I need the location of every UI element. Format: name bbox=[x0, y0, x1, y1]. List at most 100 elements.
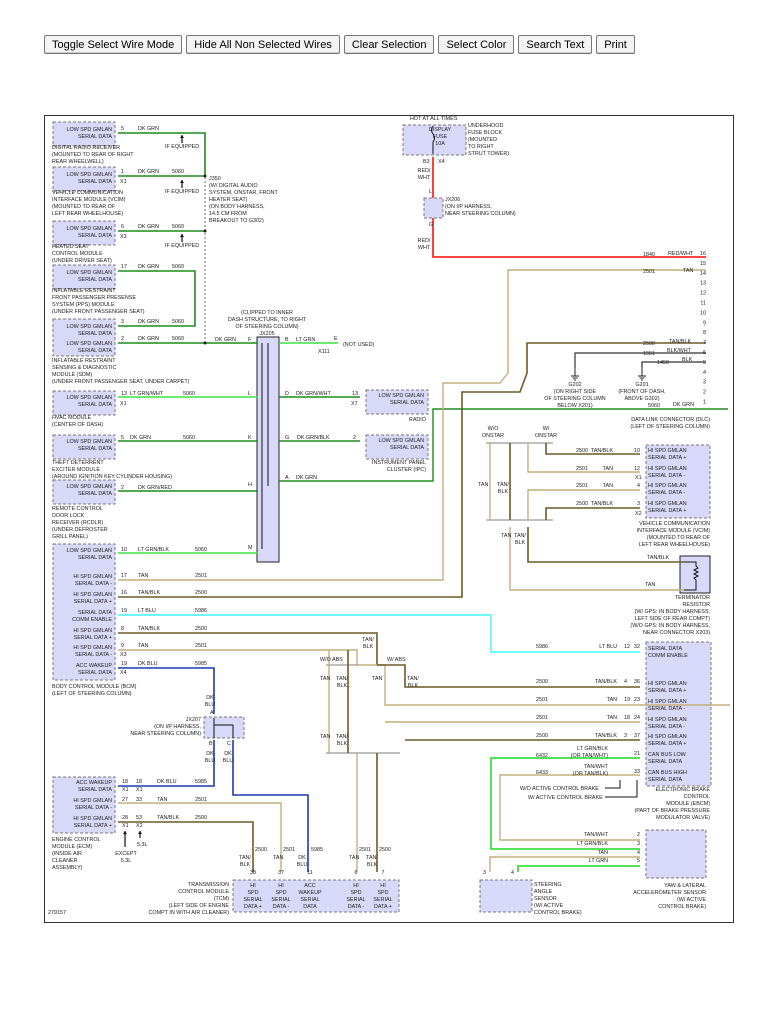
ebcm-can-high-text: SERIAL DATA bbox=[648, 777, 682, 783]
lt-grn-blk-text: LT GRN/BLK bbox=[138, 547, 169, 553]
tan-wire[interactable] bbox=[118, 269, 706, 581]
ecm-acc-text: ACC WAKEUP bbox=[76, 780, 112, 786]
tcm-pin-label-text: WAKEUP bbox=[298, 890, 322, 896]
4-text: 5 bbox=[637, 858, 640, 864]
hvac-desc-text: (CENTER OF DASH) bbox=[52, 422, 103, 428]
tan_blk-wire[interactable] bbox=[118, 342, 706, 598]
wo-onstar-text: ONSTAR bbox=[482, 433, 504, 439]
red_wht-wire[interactable] bbox=[432, 218, 706, 258]
16-text: 17 bbox=[121, 264, 127, 270]
hvac-box bbox=[52, 390, 116, 416]
ebcm-hi-plus-2-text: SERIAL DATA + bbox=[648, 741, 686, 747]
vcim-right-box bbox=[645, 444, 711, 519]
ecm-acc-text: SERIAL DATA bbox=[78, 787, 112, 793]
dk-blu-b-text: BLU bbox=[205, 758, 216, 764]
tan-wire[interactable] bbox=[527, 489, 640, 520]
tan-text: TAN bbox=[138, 573, 148, 579]
dk-grn-text: DK GRN bbox=[138, 336, 159, 342]
0-text: 5060 bbox=[172, 336, 184, 342]
w-onstar-text: ONSTAR bbox=[535, 433, 557, 439]
tan_blk-wire[interactable] bbox=[377, 664, 640, 688]
lt-grn-blk-text: LT GRN/BLK bbox=[577, 841, 608, 847]
12-text: 13 bbox=[352, 391, 358, 397]
dk-grn-text: DK GRN bbox=[215, 337, 236, 343]
45-text: X4 bbox=[438, 159, 445, 165]
pps-desc-text: SYSTEM (PPS) MODULE bbox=[52, 302, 115, 308]
tan-wire[interactable] bbox=[118, 649, 358, 665]
42-text: X1 bbox=[635, 475, 642, 481]
25-text: 33 bbox=[136, 797, 142, 803]
21-text: 24 bbox=[634, 715, 640, 721]
tan-blk-text: TAN/BLK bbox=[595, 733, 617, 739]
tcm-w1-text: BLK bbox=[240, 862, 251, 868]
j350-text: SYSTEM, ONSTAR, FRONT bbox=[209, 190, 278, 196]
select-color-button[interactable]: Select Color bbox=[438, 35, 515, 54]
tan-wire[interactable] bbox=[118, 802, 282, 872]
w-onstar-text: W/ bbox=[543, 426, 550, 432]
lt_grn-wire[interactable] bbox=[490, 757, 640, 850]
ecm-desc-text: CLEANER bbox=[52, 858, 78, 864]
5-text: 6 bbox=[121, 224, 124, 230]
ebcm-can-high-text: CAN BUS HIGH bbox=[648, 770, 687, 776]
27-text: 37 bbox=[634, 733, 640, 739]
6-text: 1551 bbox=[643, 351, 655, 357]
dk_blu-wire[interactable] bbox=[232, 740, 309, 872]
except-5-3l-text: 5.3L bbox=[121, 858, 132, 864]
tcm-pin-label-text: DATA bbox=[303, 904, 317, 910]
lt_blu-wire[interactable] bbox=[118, 614, 640, 653]
tcm-text: (TCM) bbox=[214, 896, 229, 902]
g201-text: ABOVE G302) bbox=[624, 396, 659, 402]
tcm-pin-label-text: HI bbox=[380, 883, 385, 889]
ecm-desc-text: MODULE (ECM) bbox=[52, 844, 92, 850]
tan-wire[interactable] bbox=[489, 856, 640, 872]
red-wht-2-text: WHT bbox=[418, 245, 431, 251]
jx205-bus bbox=[261, 343, 269, 549]
j350-text: 14.5 CM FROM bbox=[209, 211, 247, 217]
lt_grn-wire[interactable] bbox=[517, 865, 640, 872]
dlc-pin-text: 10 bbox=[700, 310, 706, 316]
tan_blk-wire[interactable] bbox=[118, 632, 378, 665]
bcm-desc-text: BODY CONTROL MODULE (BCM) bbox=[52, 684, 137, 690]
dk_blu-wire[interactable] bbox=[118, 667, 215, 714]
blk-wire[interactable] bbox=[574, 352, 706, 368]
bcm-hi-plus-2-text: HI SPD GMLAN bbox=[73, 628, 112, 634]
tan-wire[interactable] bbox=[357, 664, 730, 706]
dk-grn-red-text: DK GRN/RED bbox=[138, 485, 172, 491]
red-wht-2-text: RED/ bbox=[418, 238, 431, 244]
toggle-select-wire-mode-button[interactable]: Toggle Select Wire Mode bbox=[44, 35, 183, 54]
clear-selection-button[interactable]: Clear Selection bbox=[343, 35, 435, 54]
arrow-head-icon bbox=[123, 831, 127, 834]
g202-text: G202 bbox=[568, 382, 581, 388]
18-text: 19 bbox=[624, 697, 630, 703]
low-spd-gmlan-text: SERIAL DATA bbox=[78, 134, 112, 140]
dk_grn-wire[interactable] bbox=[118, 270, 196, 327]
dlc-pin-text: 2 bbox=[703, 390, 706, 396]
tan-wire[interactable] bbox=[527, 443, 640, 473]
19-text: 21 bbox=[634, 751, 640, 757]
tan-wire[interactable] bbox=[499, 774, 640, 841]
low-spd-gmlan-text: SERIAL DATA bbox=[78, 402, 112, 408]
4-text: 5985 bbox=[195, 779, 207, 785]
tan-blk-text: TAN/BLK bbox=[591, 448, 613, 454]
rcdlr-desc-text: DOOR LOCK bbox=[52, 513, 85, 519]
hide-non-selected-wires-button[interactable]: Hide All Non Selected Wires bbox=[186, 35, 340, 54]
tan-wire[interactable] bbox=[509, 527, 684, 591]
blk-wire[interactable] bbox=[641, 361, 706, 368]
jx205-text: JX205 bbox=[259, 331, 274, 337]
tan_blk-wire[interactable] bbox=[527, 527, 684, 563]
fuse-text: FUSE bbox=[433, 134, 448, 140]
lt-blu-text: LT BLU bbox=[138, 608, 156, 614]
dk_blu-wire[interactable] bbox=[118, 740, 215, 787]
search-text-button[interactable]: Search Text bbox=[518, 35, 593, 54]
tan-blk-3-text: BLK bbox=[337, 741, 348, 747]
bcm-comm-enable-text: SERIAL DATA bbox=[78, 610, 112, 616]
tan_blk-wire[interactable] bbox=[545, 507, 640, 520]
dk_grn-wire[interactable] bbox=[279, 408, 728, 482]
vcim-right-text: (MOUNTED TO REAR OF bbox=[647, 535, 711, 541]
print-button[interactable]: Print bbox=[596, 35, 635, 54]
tan_blk-wire[interactable] bbox=[118, 821, 254, 872]
dlc-pin-text: 11 bbox=[700, 301, 706, 307]
dk_grn-wire[interactable] bbox=[118, 132, 206, 176]
tan_blk-wire[interactable] bbox=[545, 443, 640, 455]
